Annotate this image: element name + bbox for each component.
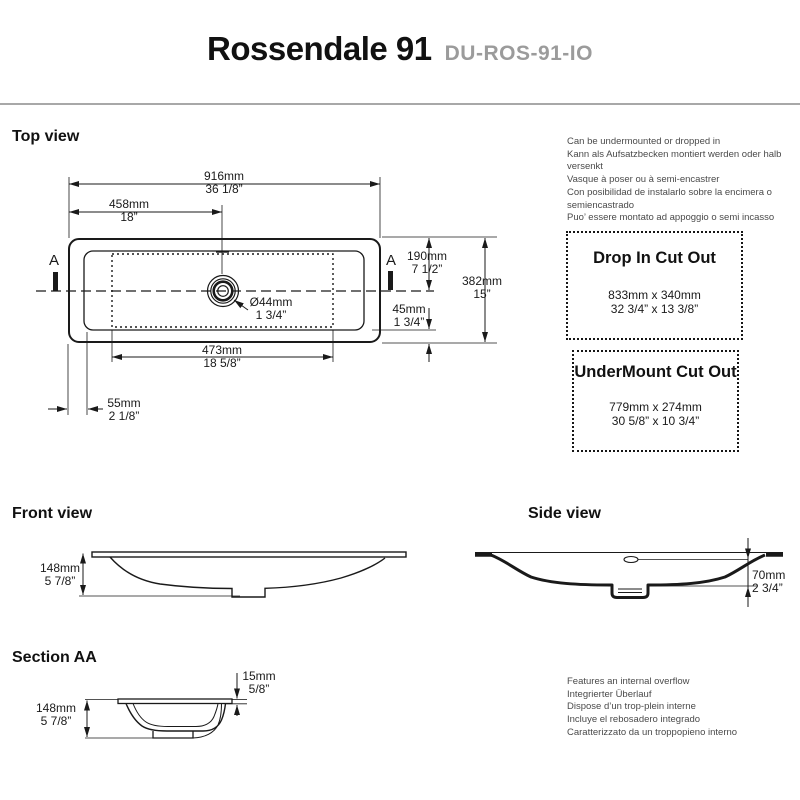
drop-in-cutout-inches: 32 3/4” x 13 3/8” — [610, 301, 699, 316]
dim-overflow-depth: 70mm 2 3/4” — [752, 568, 786, 595]
overflow-channel — [192, 703, 222, 739]
note-line: Con posibilidad de instalarlo sobre la e… — [567, 186, 772, 211]
overflow-hole — [623, 555, 639, 564]
section-cut-marker-left — [53, 272, 58, 291]
header-divider — [0, 103, 800, 105]
note-line: Caratterizzato da un troppopieno interno — [567, 726, 738, 738]
undermount-cutout-title: UnderMount Cut Out — [574, 363, 737, 381]
dim-drain-diameter: Ø44mm 1 3/4” — [249, 295, 293, 322]
dim-basin-width: 473mm 18 5/8” — [201, 343, 243, 370]
mounting-notes: Can be undermounted or dropped in Kann a… — [567, 136, 800, 225]
dim-side-gap: 55mm 2 1/8” — [107, 396, 141, 423]
model-number: DU-ROS-91-IO — [444, 42, 593, 65]
note-line: Integrierter Überlauf — [567, 688, 652, 700]
section-aa-drawing — [84, 673, 247, 739]
note-line: Dispose d’un trop-plein interne — [567, 701, 696, 713]
overflow-notes: Features an internal overflow Integriert… — [567, 676, 737, 740]
product-title: Rossendale 91 — [207, 30, 432, 67]
drop-in-cutout-title: Drop In Cut Out — [593, 249, 716, 267]
dim-rim-thickness: 15mm 5/8” — [242, 669, 276, 696]
note-line: Features an internal overflow — [567, 676, 690, 687]
dim-front-height: 148mm 5 7/8” — [39, 561, 81, 588]
note-line: Vasque à poser ou à semi-encastrer — [567, 174, 720, 186]
heading-front-view: Front view — [12, 505, 93, 522]
heading-side-view: Side view — [528, 505, 601, 522]
dim-overall-width: 916mm 36 1/8” — [203, 169, 245, 196]
undermount-cutout-box: UnderMount Cut Out 779mm x 274mm 30 5/8”… — [572, 350, 739, 452]
side-view-drawing — [475, 538, 783, 607]
section-cut-marker-right — [388, 271, 393, 290]
dim-overall-depth: 382mm 15” — [461, 274, 503, 301]
note-line: Puo’ essere montato ad appoggio o semi i… — [567, 212, 775, 224]
note-line: Can be undermounted or dropped in — [567, 136, 721, 147]
dim-front-to-center: 190mm 7 1/2” — [406, 249, 448, 276]
drop-in-cutout-box: Drop In Cut Out 833mm x 340mm 32 3/4” x … — [566, 231, 743, 340]
note-line: Incluye el rebosadero integrado — [567, 714, 701, 726]
section-marker-a-left: A — [49, 252, 60, 269]
page-header: Rossendale 91 DU-ROS-91-IO — [0, 30, 800, 68]
note-line: Kann als Aufsatzbecken montiert werden o… — [567, 148, 782, 173]
drain-hole — [206, 274, 240, 308]
heading-top-view: Top view — [12, 128, 80, 145]
dim-half-width: 458mm 18” — [108, 197, 150, 224]
heading-section-aa: Section AA — [12, 649, 97, 666]
undermount-cutout-inches: 30 5/8” x 10 3/4” — [611, 413, 700, 428]
front-view-drawing — [79, 551, 407, 598]
dim-back-gap: 45mm 1 3/4” — [392, 302, 426, 329]
dim-section-height: 148mm 5 7/8” — [35, 701, 77, 728]
section-marker-a-right: A — [386, 252, 397, 269]
top-view-drawing — [36, 177, 497, 415]
undermount-cutout-mm: 779mm x 274mm — [609, 400, 702, 414]
drop-in-cutout-mm: 833mm x 340mm — [608, 288, 701, 302]
